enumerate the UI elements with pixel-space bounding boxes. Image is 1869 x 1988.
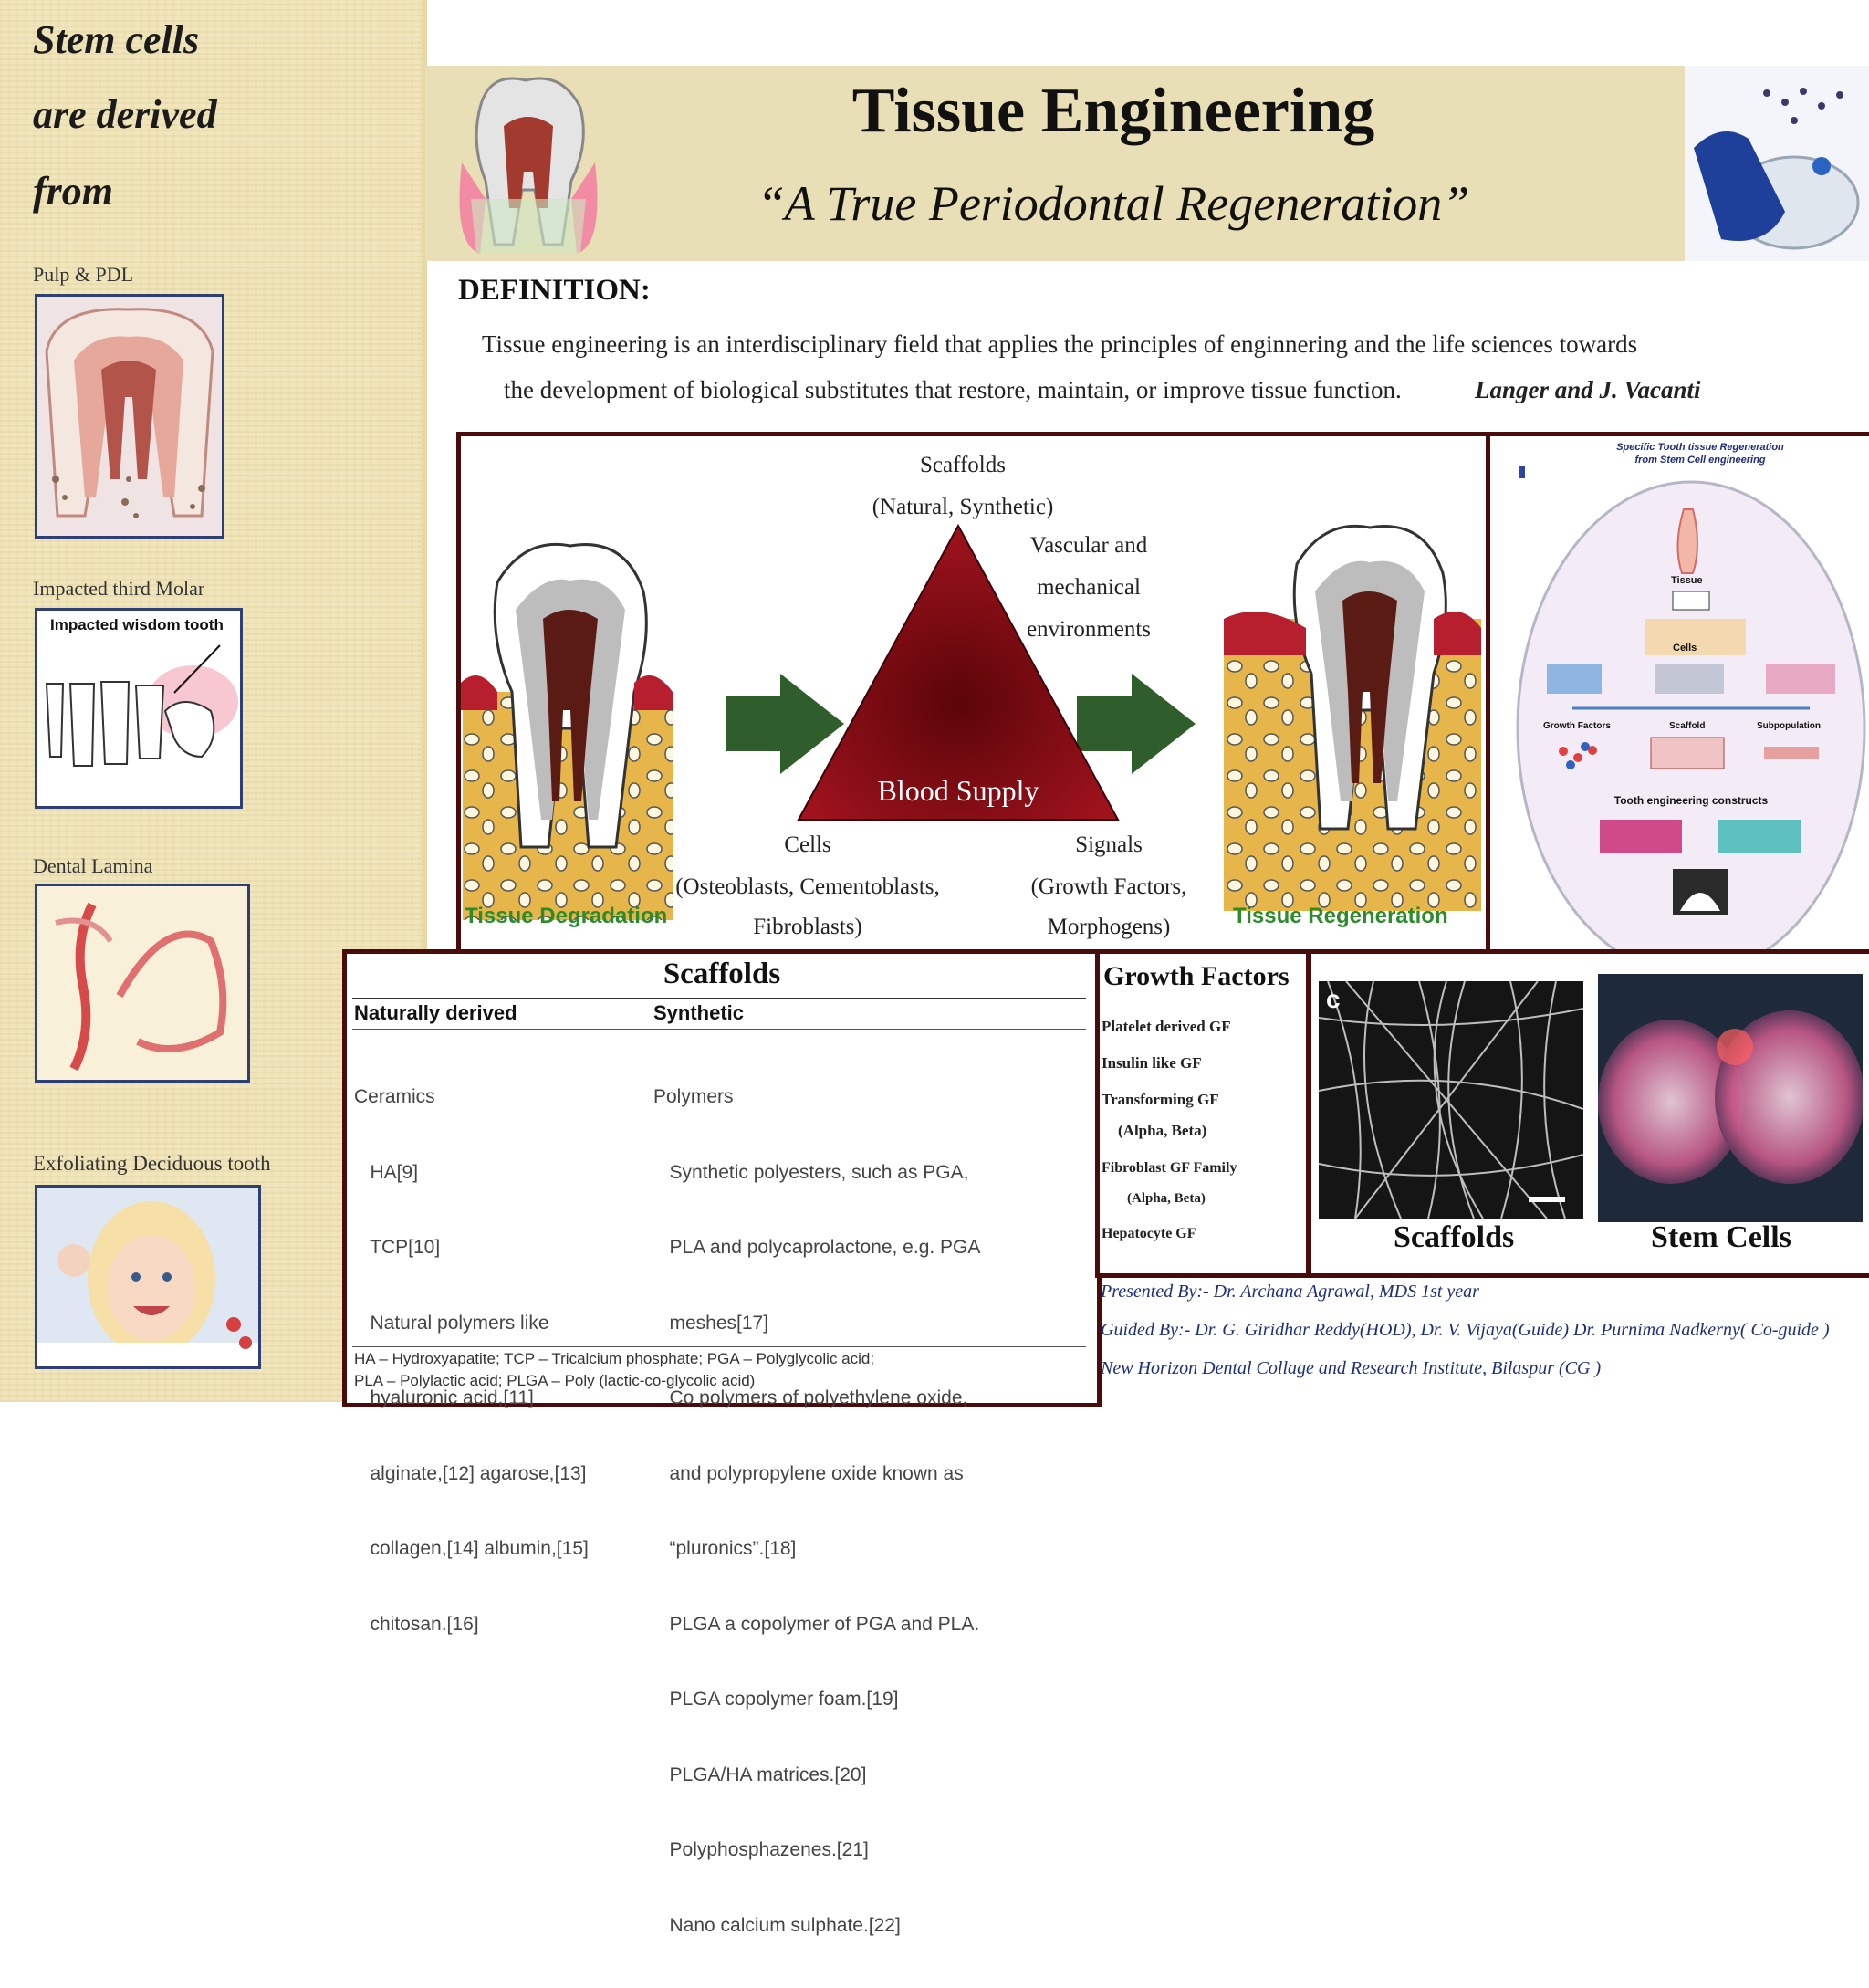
caption-deciduous-tooth: Exfoliating Deciduous tooth	[33, 1152, 271, 1175]
scaffolds-label: Scaffolds	[920, 453, 1006, 477]
synthetic-item: PLGA/HA matrices.[20]	[653, 1763, 867, 1785]
tooth-regeneration-figure: Specific Tooth tissue Regeneration from …	[1486, 432, 1869, 954]
synthetic-item: Synthetic polyesters, such as PGA,	[653, 1161, 969, 1183]
growth-factors-title: Growth Factors	[1103, 961, 1290, 991]
side-figure-growth-factors-label: Growth Factors	[1543, 721, 1611, 731]
table-header-rule	[352, 1029, 1086, 1030]
natural-item: HA[9]	[354, 1161, 419, 1183]
caption-dental-lamina: Dental Lamina	[33, 854, 153, 877]
side-figure-tissue-label: Tissue	[1671, 575, 1703, 586]
growth-factor-item: (Alpha, Beta)	[1127, 1191, 1206, 1206]
panel-letter: c	[1326, 985, 1341, 1013]
stem-cells-image-caption: Stem Cells	[1651, 1220, 1791, 1254]
page-title: Tissue Engineering	[851, 76, 1375, 146]
footnote-line-1: HA – Hydroxyapatite; TCP – Tricalcium ph…	[354, 1350, 875, 1367]
side-figure-title-2: from Stem Cell engineering	[1634, 455, 1766, 466]
arrow-right	[1077, 674, 1196, 774]
left-heading-line-1: Stem cells	[33, 17, 200, 62]
scaffolds-stemcells-images: c Scaffolds Stem Cells	[1307, 949, 1869, 1278]
definition-attribution: Langer and J. Vacanti	[1475, 376, 1701, 403]
natural-column-header: Naturally derived	[354, 1001, 517, 1024]
natural-item: collagen,[14] albumin,[15]	[354, 1538, 589, 1559]
natural-item: chitosan.[16]	[354, 1613, 479, 1635]
natural-item: Ceramics	[354, 1086, 435, 1107]
side-figure-subpopulation-label: Subpopulation	[1757, 721, 1821, 731]
tissue-regeneration-label: Tissue Regeneration	[1233, 904, 1448, 928]
table-footer-rule	[352, 1346, 1086, 1347]
side-figure-title-1: Specific Tooth tissue Regeneration	[1616, 442, 1784, 453]
caption-pulp-pdl: Pulp & PDL	[33, 263, 134, 286]
impacted-molar-image: Impacted wisdom tooth	[35, 608, 243, 809]
pulp-pdl-image	[35, 294, 224, 539]
impacted-wisdom-tooth-label: Impacted wisdom tooth	[50, 616, 224, 633]
growth-factors-panel: Growth Factors Platelet derived GF Insul…	[1095, 949, 1310, 1278]
scaffolds-table: Scaffolds Naturally derived Synthetic Ce…	[342, 949, 1102, 1936]
lab-petri-dish-image	[1685, 66, 1869, 261]
scaffold-fiber-image: c	[1319, 981, 1583, 1219]
tissue-engineering-diagram: Scaffolds (Natural, Synthetic) Vascular …	[456, 432, 1491, 954]
caption-impacted-molar: Impacted third Molar	[33, 577, 205, 600]
scaffolds-image-caption: Scaffolds	[1394, 1220, 1515, 1254]
growth-factor-item: Fibroblast GF Family	[1102, 1160, 1237, 1176]
synthetic-item: Nano calcium sulphate.[22]	[653, 1914, 901, 1936]
arrow-left	[726, 674, 844, 774]
signals-label-3: Morphogens)	[1047, 915, 1171, 939]
definition-line-1: Tissue engineering is an interdisciplina…	[482, 330, 1638, 358]
cells-label-1: Cells	[784, 832, 831, 857]
tissue-degradation-label: Tissue Degradation	[465, 904, 668, 928]
synthetic-item: Polymers	[653, 1086, 734, 1107]
vascular-label-2: mechanical	[1037, 575, 1141, 600]
stem-cells-image	[1598, 974, 1863, 1222]
signals-label-2: (Growth Factors,	[1030, 874, 1187, 899]
growth-factor-item: Hepatocyte GF	[1102, 1226, 1196, 1241]
side-figure-scaffold-label: Scaffold	[1669, 721, 1706, 731]
left-heading-line-2: are derived	[33, 92, 217, 137]
synthetic-item: PLA and polycaprolactone, e.g. PGA	[653, 1237, 981, 1258]
synthetic-item: meshes[17]	[653, 1312, 769, 1334]
signals-label-1: Signals	[1075, 832, 1143, 857]
natural-item: TCP[10]	[354, 1237, 441, 1258]
growth-factor-item: Insulin like GF	[1102, 1054, 1202, 1072]
synthetic-item: PLGA copolymer foam.[19]	[653, 1689, 899, 1710]
vascular-label-3: environments	[1026, 617, 1152, 642]
guided-by: Guided By:- Dr. G. Giridhar Reddy(HOD), …	[1101, 1320, 1830, 1340]
header-band	[425, 66, 1869, 261]
definition-line-2: the development of biological substitute…	[504, 376, 1402, 403]
growth-factor-item: Platelet derived GF	[1102, 1018, 1231, 1035]
growth-factor-item: (Alpha, Beta)	[1118, 1122, 1207, 1139]
synthetic-items-list: Polymers Synthetic polyesters, such as P…	[653, 1034, 1091, 1988]
growth-factor-item: Transforming GF	[1102, 1091, 1219, 1108]
dental-lamina-image	[35, 884, 250, 1083]
blood-supply-label: Blood Supply	[877, 774, 1039, 807]
footnote-line-2: PLA – Polylactic acid; PLGA – Poly (lact…	[354, 1372, 756, 1389]
regenerated-tooth-illustration	[1224, 524, 1481, 911]
synthetic-column-header: Synthetic	[653, 1001, 745, 1024]
natural-item: alginate,[12] agarose,[13]	[354, 1462, 587, 1484]
tooth-cross-section-image	[453, 71, 604, 261]
cells-label-2: (Osteoblasts, Cementoblasts,	[675, 874, 940, 899]
vascular-label-1: Vascular and	[1029, 533, 1148, 558]
left-heading-line-3: from	[33, 169, 113, 214]
side-figure-constructs-label: Tooth engineering constructs	[1613, 794, 1769, 807]
institute-name: New Horizon Dental Collage and Research …	[1101, 1358, 1602, 1378]
side-figure-cells-label: Cells	[1673, 643, 1697, 654]
definition-heading: DEFINITION:	[458, 274, 651, 307]
degraded-tooth-illustration	[461, 542, 673, 920]
cells-label-3: Fibroblasts)	[753, 915, 862, 939]
natural-item: Natural polymers like	[354, 1312, 549, 1334]
synthetic-item: and polypropylene oxide known as	[653, 1462, 964, 1484]
scaffolds-sub-label: (Natural, Synthetic)	[872, 495, 1054, 519]
synthetic-item: “pluronics”.[18]	[653, 1538, 797, 1559]
page-subtitle: “A True Periodontal Regeneration”	[757, 176, 1470, 231]
blood-supply-triangle	[797, 523, 1120, 821]
table-top-rule	[352, 998, 1086, 999]
scaffolds-table-title: Scaffolds	[663, 957, 781, 990]
presented-by: Presented By:- Dr. Archana Agrawal, MDS …	[1101, 1282, 1479, 1302]
synthetic-item: Polyphosphazenes.[21]	[653, 1839, 869, 1860]
synthetic-item: PLGA a copolymer of PGA and PLA.	[653, 1613, 980, 1635]
child-photo	[35, 1185, 261, 1369]
